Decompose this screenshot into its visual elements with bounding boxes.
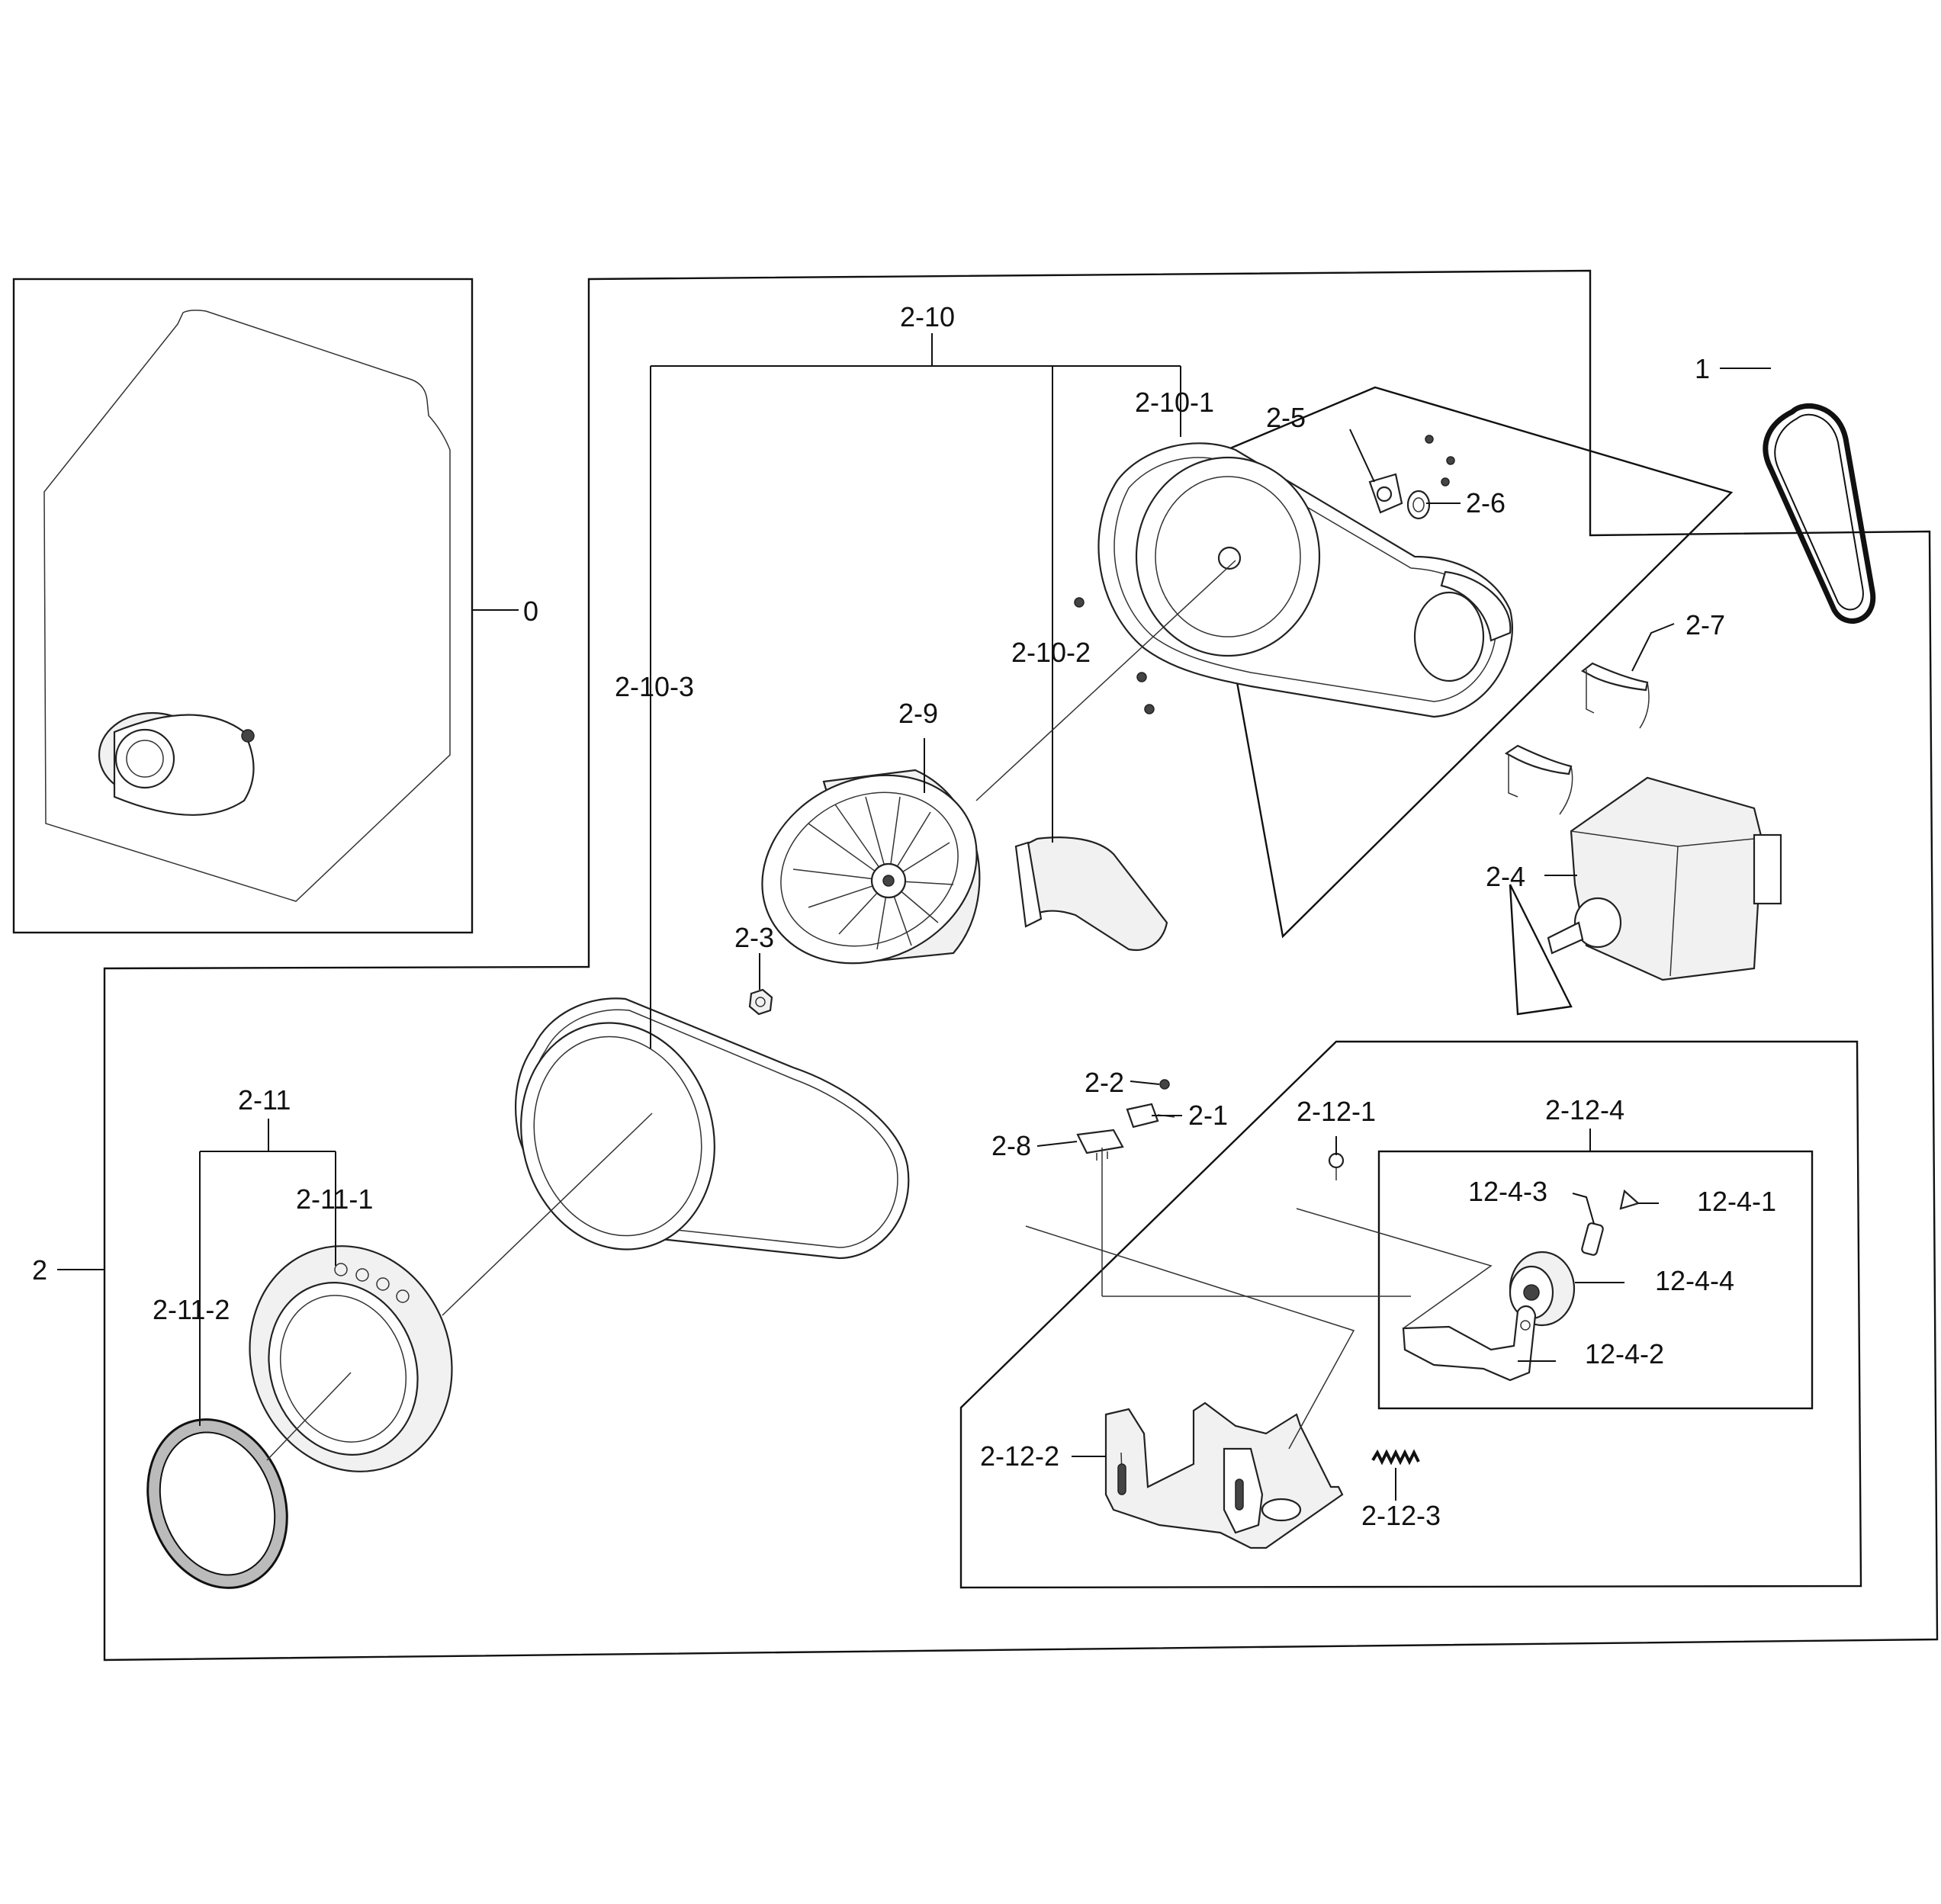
label-1: 1 — [1695, 353, 1710, 384]
label-0: 0 — [523, 596, 538, 627]
label-12-4-1: 12-4-1 — [1697, 1186, 1776, 1217]
frame-2-12-group — [959, 1040, 1862, 1589]
label-2-1: 2-1 — [1188, 1100, 1228, 1131]
part-2-9-blower-wheel — [761, 769, 981, 965]
part-12-4-2-arm — [1402, 1305, 1537, 1382]
part-2-8-switch — [1076, 1129, 1124, 1161]
part-2-11-2-seal — [146, 1418, 288, 1589]
label-2: 2 — [32, 1254, 47, 1286]
label-2-2: 2-2 — [1085, 1067, 1124, 1098]
label-2-10-2: 2-10-2 — [1011, 637, 1091, 668]
leader-12-4-3 — [1572, 1193, 1595, 1225]
part-2-7-clamps — [1504, 662, 1650, 815]
leader-2-2 — [1130, 1080, 1160, 1085]
leader-2-8 — [1036, 1141, 1078, 1147]
part-2-5-bracket — [1368, 435, 1455, 514]
frame-2-12-4-group — [1377, 1150, 1814, 1410]
label-2-11-1: 2-11-1 — [296, 1183, 373, 1215]
part-2-12-1-screw — [1328, 1152, 1345, 1180]
label-12-4-4: 12-4-4 — [1655, 1265, 1734, 1296]
part-2-6-thermostat — [1406, 477, 1450, 520]
label-2-11-2: 2-11-2 — [153, 1294, 230, 1325]
part-12-4-1-clip — [1619, 1189, 1641, 1210]
label-12-4-2: 12-4-2 — [1585, 1338, 1664, 1369]
part-1-belt — [1763, 403, 1876, 624]
label-2-3: 2-3 — [734, 922, 774, 953]
label-2-10-1: 2-10-1 — [1135, 387, 1214, 418]
part-2-12-2-bracket — [1104, 1402, 1344, 1549]
frame-assembly-0 — [12, 278, 474, 934]
label-2-7: 2-7 — [1686, 609, 1725, 641]
bracket-2-11 — [199, 1119, 336, 1426]
frame-2-4-group — [1509, 884, 1573, 1016]
label-2-12-4: 2-12-4 — [1545, 1094, 1624, 1125]
leader-2-5 — [1349, 429, 1375, 483]
label-2-6: 2-6 — [1466, 487, 1506, 519]
label-2-5: 2-5 — [1266, 402, 1306, 433]
part-0-cabinet — [43, 310, 451, 902]
part-2-3-nut — [748, 988, 773, 1016]
label-12-4-3: 12-4-3 — [1468, 1176, 1547, 1207]
label-2-10: 2-10 — [900, 301, 955, 332]
leader-2-7 — [1631, 623, 1675, 672]
part-2-4-motor — [1547, 776, 1782, 981]
label-2-11: 2-11 — [238, 1084, 291, 1116]
part-2-1-switch — [1126, 1103, 1175, 1129]
label-2-10-3: 2-10-3 — [615, 671, 694, 702]
part-2-10-3-housing — [514, 997, 910, 1260]
leader-lines — [57, 333, 1771, 1501]
part-12-4-3-shaft — [1581, 1222, 1604, 1256]
label-2-12-3: 2-12-3 — [1361, 1500, 1441, 1531]
part-2-10-1-housing — [1074, 442, 1513, 718]
label-2-4: 2-4 — [1486, 861, 1525, 892]
part-2-11-1-ring — [249, 1245, 453, 1472]
label-2-12-2: 2-12-2 — [980, 1440, 1059, 1472]
label-2-12-1: 2-12-1 — [1297, 1096, 1376, 1127]
label-2-9: 2-9 — [898, 698, 938, 729]
label-2-8: 2-8 — [991, 1130, 1031, 1161]
frame-2-10-1-group — [1196, 386, 1734, 939]
part-2-10-2-duct — [1014, 836, 1168, 952]
part-2-12-3-spring — [1371, 1449, 1420, 1466]
callout-labels: 0 1 2 2-10 2-10-1 2-5 2-6 2-7 2-10-2 2-1… — [32, 301, 1776, 1531]
bracket-2-10 — [650, 333, 1181, 1048]
part-2-2-screw — [1159, 1079, 1170, 1090]
frame-assembly-2 — [103, 269, 1939, 1662]
